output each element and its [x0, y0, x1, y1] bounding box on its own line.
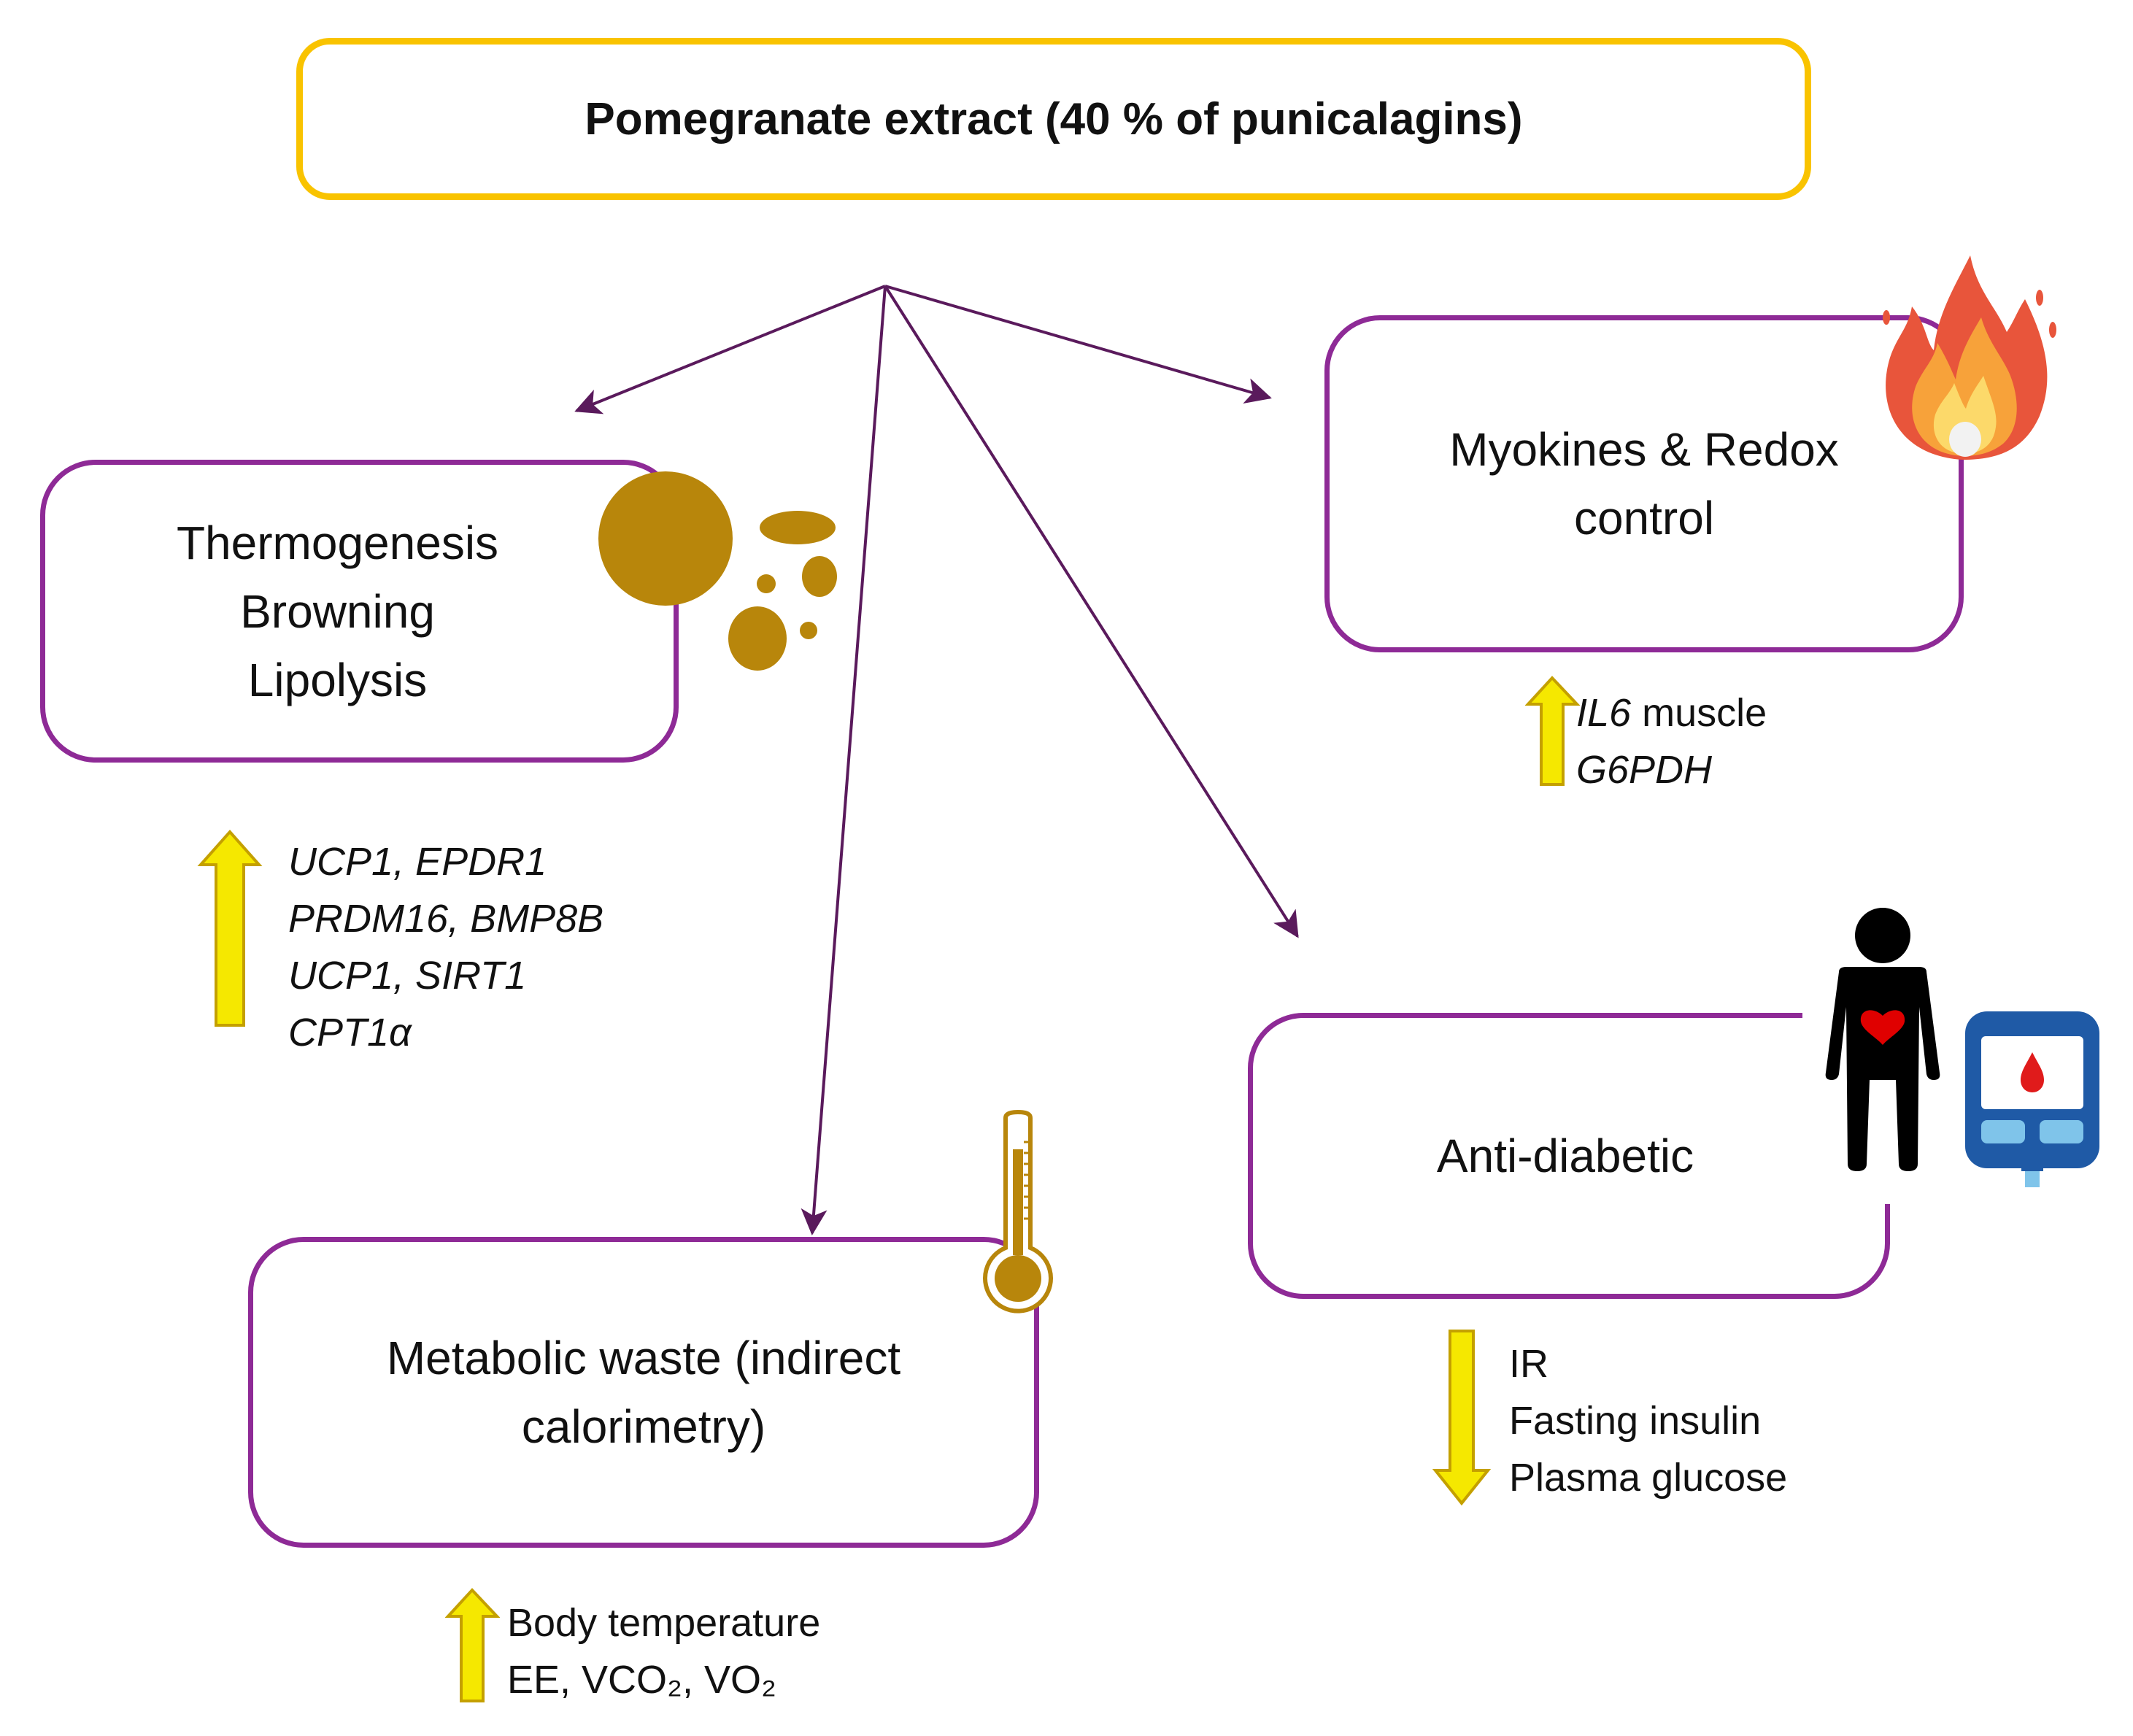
myokines-line-2: control [1573, 492, 1715, 544]
metabolic-markers: Body temperature EE, VCO₂, VO₂ [507, 1594, 820, 1708]
thermogenesis-marker-4: CPT1α [288, 1011, 412, 1054]
person-heart-icon [1825, 908, 1940, 1171]
antidiabetic-down-arrow-icon [1432, 1330, 1491, 1506]
metabolic-line-2: calorimetry) [521, 1400, 766, 1453]
antidiabetic-box: Anti-diabetic [1248, 1013, 1890, 1299]
thermogenesis-line-3: Lipolysis [247, 653, 428, 706]
antidiabetic-line-1: Anti-diabetic [1436, 1130, 1694, 1182]
antidiabetic-marker-1: IR [1509, 1342, 1548, 1386]
arrow-to-metabolic [801, 285, 887, 1235]
thermometer-icon [983, 1109, 1053, 1313]
arrow-to-antidiabetic [884, 285, 1299, 938]
antidiabetic-marker-3: Plasma glucose [1509, 1456, 1788, 1500]
metabolic-marker-2: EE, VCO₂, VO₂ [507, 1658, 777, 1702]
thermogenesis-up-arrow-icon [197, 829, 263, 1027]
fat-droplets-icon [598, 471, 837, 671]
myokines-marker-1-suffix: muscle [1631, 691, 1767, 735]
myokines-marker-2-gene: G6PDH [1576, 748, 1713, 792]
antidiabetic-markers: IR Fasting insulin Plasma glucose [1509, 1335, 1787, 1506]
extract-title: Pomegranate extract (40 % of punicalagin… [585, 93, 1523, 144]
extract-title-box: Pomegranate extract (40 % of punicalagin… [296, 38, 1811, 200]
myokines-up-arrow-icon [1525, 676, 1580, 786]
thermogenesis-marker-1: UCP1, EPDR1 [288, 840, 547, 884]
metabolic-marker-1: Body temperature [507, 1601, 821, 1645]
fire-icon [1883, 255, 2056, 460]
metabolic-box: Metabolic waste (indirect calorimetry) [248, 1237, 1039, 1548]
myokines-marker-1-gene: IL6 [1576, 691, 1632, 735]
myokines-box: Myokines & Redox control [1324, 315, 1964, 652]
thermogenesis-markers: UCP1, EPDR1 PRDM16, BMP8B UCP1, SIRT1 CP… [288, 833, 603, 1061]
thermogenesis-marker-3: UCP1, SIRT1 [288, 954, 527, 998]
thermogenesis-marker-2: PRDM16, BMP8B [288, 897, 604, 941]
arrow-to-myokines [884, 285, 1272, 404]
myokines-markers: IL6 muscle G6PDH [1576, 684, 1767, 798]
antidiabetic-marker-2: Fasting insulin [1509, 1399, 1762, 1443]
thermogenesis-line-1: Thermogenesis [176, 516, 499, 569]
metabolic-line-1: Metabolic waste (indirect [386, 1332, 901, 1384]
thermogenesis-box: Thermogenesis Browning Lipolysis [40, 460, 679, 763]
thermogenesis-line-2: Browning [240, 585, 435, 638]
arrow-to-thermogenesis [574, 285, 886, 414]
metabolic-up-arrow-icon [445, 1588, 500, 1702]
myokines-line-1: Myokines & Redox [1449, 423, 1839, 476]
glucometer-icon [1965, 1011, 2099, 1187]
